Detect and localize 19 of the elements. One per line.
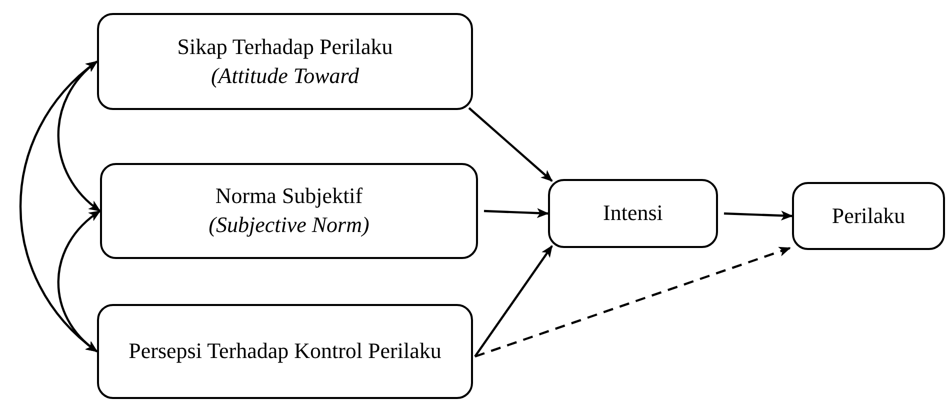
node-text: Intensi bbox=[603, 199, 663, 228]
node-text: Sikap Terhadap Perilaku bbox=[177, 32, 393, 61]
arrow bbox=[474, 245, 553, 358]
arrow bbox=[468, 107, 553, 182]
node-text: Persepsi Terhadap Kontrol Perilaku bbox=[128, 337, 442, 366]
arrow bbox=[724, 210, 793, 221]
arrow bbox=[57, 210, 101, 352]
arrow bbox=[474, 246, 791, 358]
node-text: (Subjective Norm) bbox=[208, 211, 370, 239]
node-text: (Attitude Toward bbox=[210, 62, 360, 90]
node-text: Perilaku bbox=[832, 202, 906, 230]
rounded-box bbox=[792, 182, 945, 250]
rounded-box bbox=[100, 163, 478, 259]
rounded-box bbox=[97, 304, 473, 399]
rounded-box bbox=[548, 179, 718, 248]
node-text: Norma Subjektif bbox=[215, 182, 363, 210]
arrow bbox=[20, 60, 98, 352]
arrow bbox=[484, 208, 549, 218]
rounded-box bbox=[97, 13, 473, 110]
